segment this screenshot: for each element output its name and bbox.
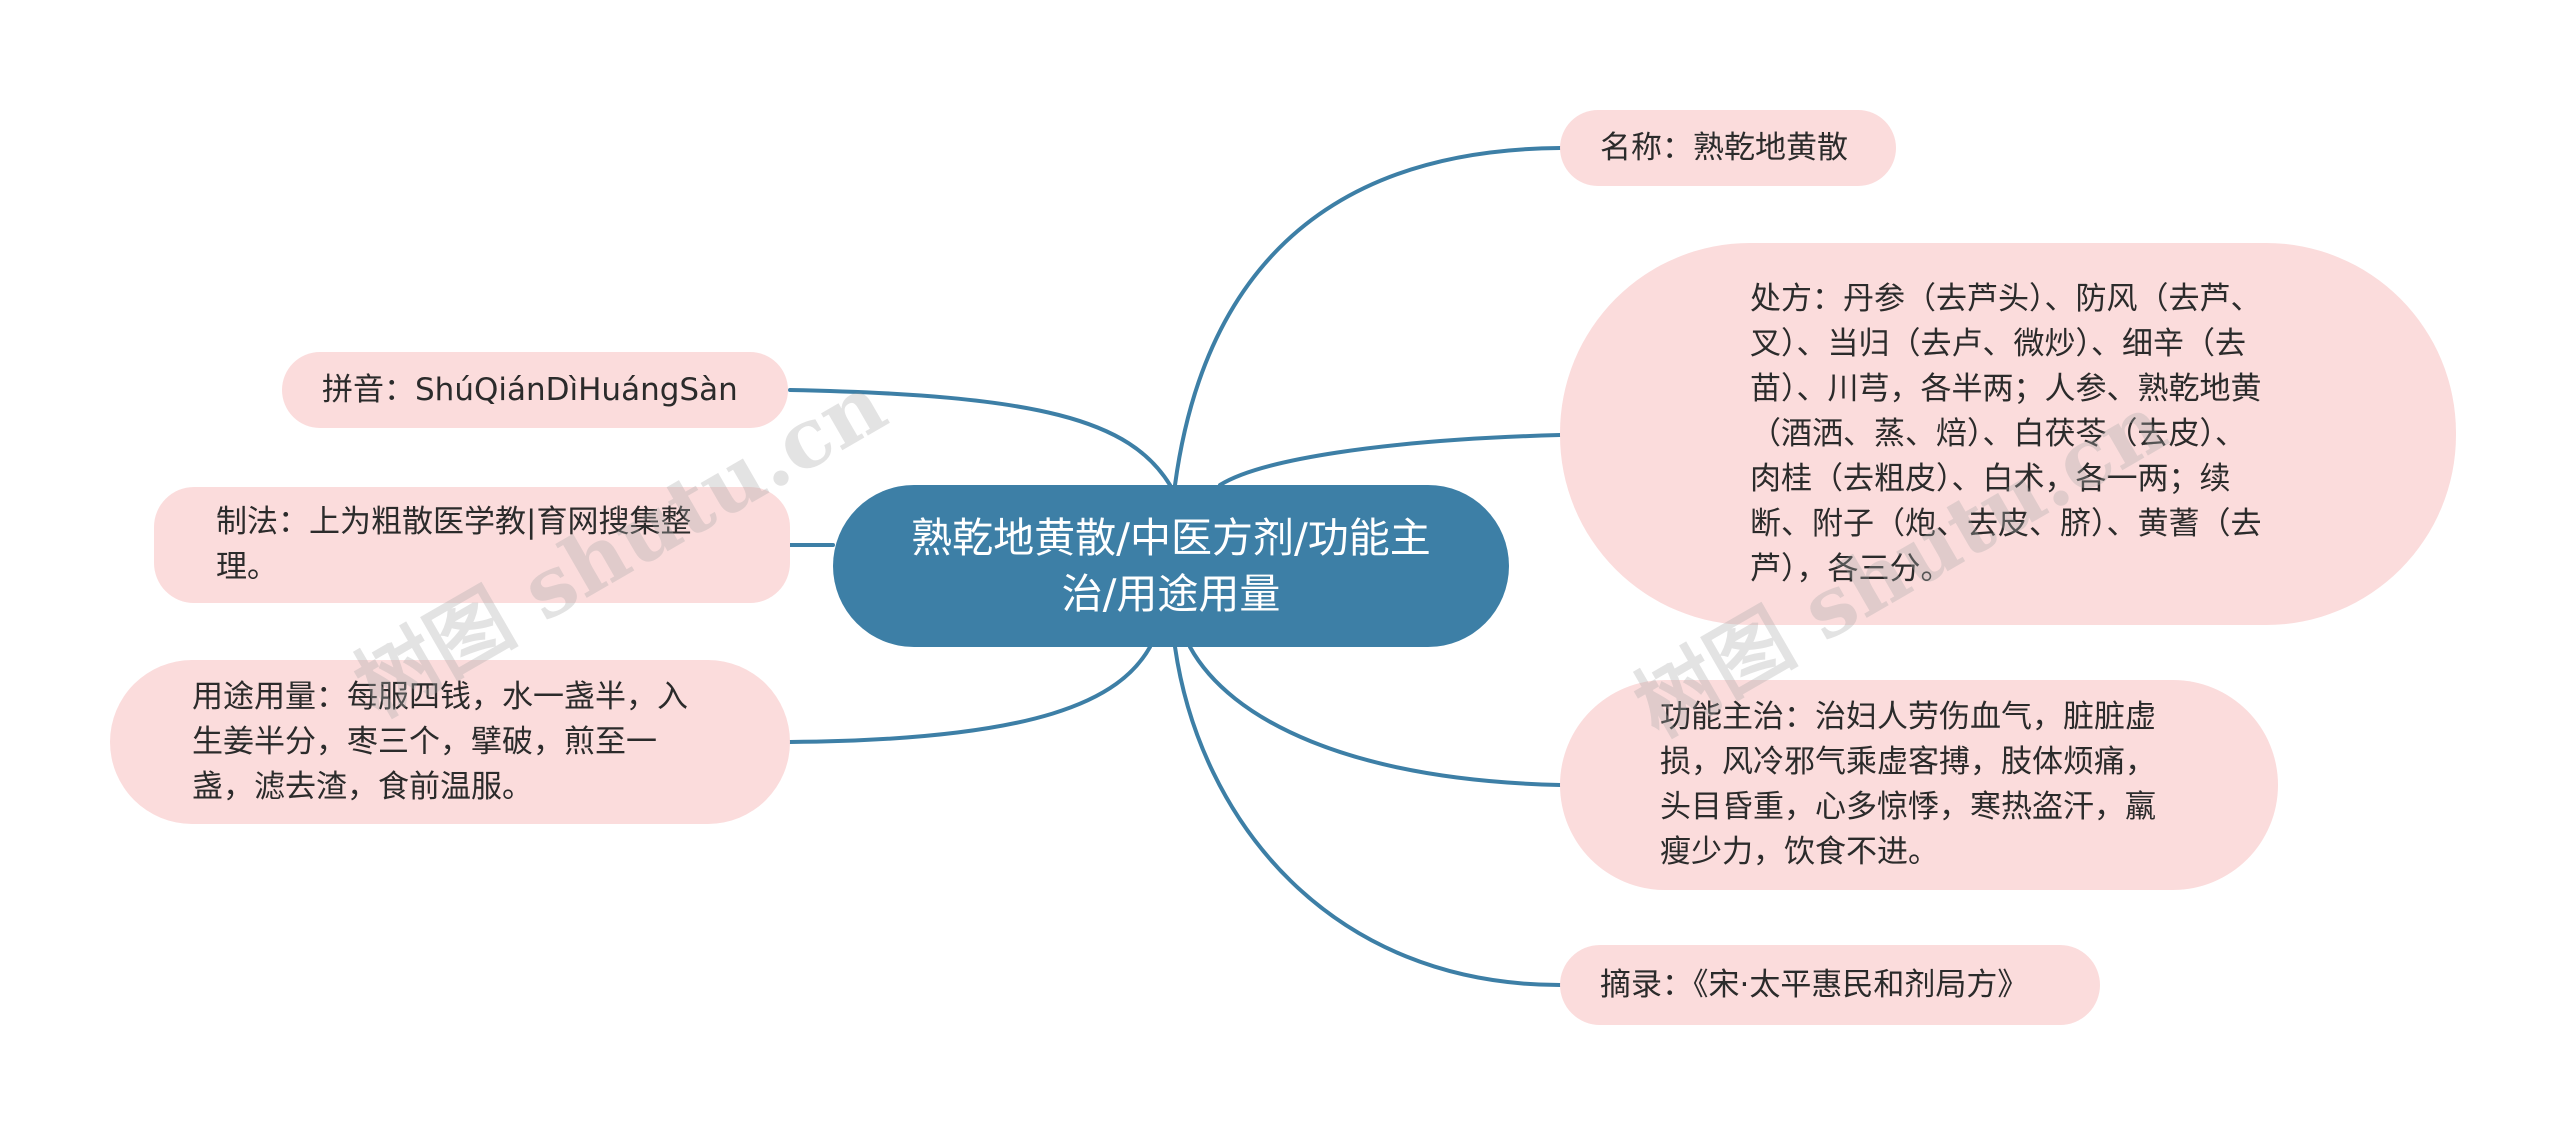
root-node: 熟乾地黄散/中医方剂/功能主治/用途用量 bbox=[833, 485, 1509, 647]
connector-usage bbox=[788, 645, 1152, 744]
node-method-text: 制法：上为粗散医学教|育网搜集整理。 bbox=[216, 504, 692, 585]
node-name-text: 名称：熟乾地黄散 bbox=[1600, 129, 1848, 166]
node-prescription: 处方：丹参（去芦头）、防风（去芦、叉）、当归（去卢、微炒）、细辛（去苗）、川芎，… bbox=[1560, 243, 2456, 625]
connector-name bbox=[1173, 146, 1562, 487]
node-usage-text: 用途用量：每服四钱，水一盏半，入生姜半分，枣三个，擘破，煎至一盏，滤去渣，食前温… bbox=[192, 678, 688, 805]
connector-function bbox=[1188, 645, 1562, 787]
root-node-text: 熟乾地黄散/中医方剂/功能主治/用途用量 bbox=[911, 514, 1431, 618]
connector-source bbox=[1173, 645, 1562, 987]
node-name: 名称：熟乾地黄散 bbox=[1560, 110, 1896, 186]
node-usage: 用途用量：每服四钱，水一盏半，入生姜半分，枣三个，擘破，煎至一盏，滤去渣，食前温… bbox=[110, 660, 790, 824]
node-prescription-text: 处方：丹参（去芦头）、防风（去芦、叉）、当归（去卢、微炒）、细辛（去苗）、川芎，… bbox=[1750, 280, 2262, 587]
node-pinyin: 拼音：ShúQiánDìHuángSàn bbox=[282, 352, 788, 428]
node-pinyin-text: 拼音：ShúQiánDìHuángSàn bbox=[322, 371, 738, 408]
node-method: 制法：上为粗散医学教|育网搜集整理。 bbox=[154, 487, 790, 603]
connector-prescription bbox=[1218, 433, 1562, 487]
node-function-text: 功能主治：治妇人劳伤血气，脏脏虚损，风冷邪气乘虚客搏，肢体烦痛，头目昏重，心多惊… bbox=[1660, 699, 2156, 870]
node-source-text: 摘录：《宋·太平惠民和剂局方》 bbox=[1600, 966, 2029, 1003]
node-function: 功能主治：治妇人劳伤血气，脏脏虚损，风冷邪气乘虚客搏，肢体烦痛，头目昏重，心多惊… bbox=[1560, 680, 2278, 890]
connector-pinyin bbox=[788, 388, 1172, 487]
node-source: 摘录：《宋·太平惠民和剂局方》 bbox=[1560, 945, 2100, 1025]
